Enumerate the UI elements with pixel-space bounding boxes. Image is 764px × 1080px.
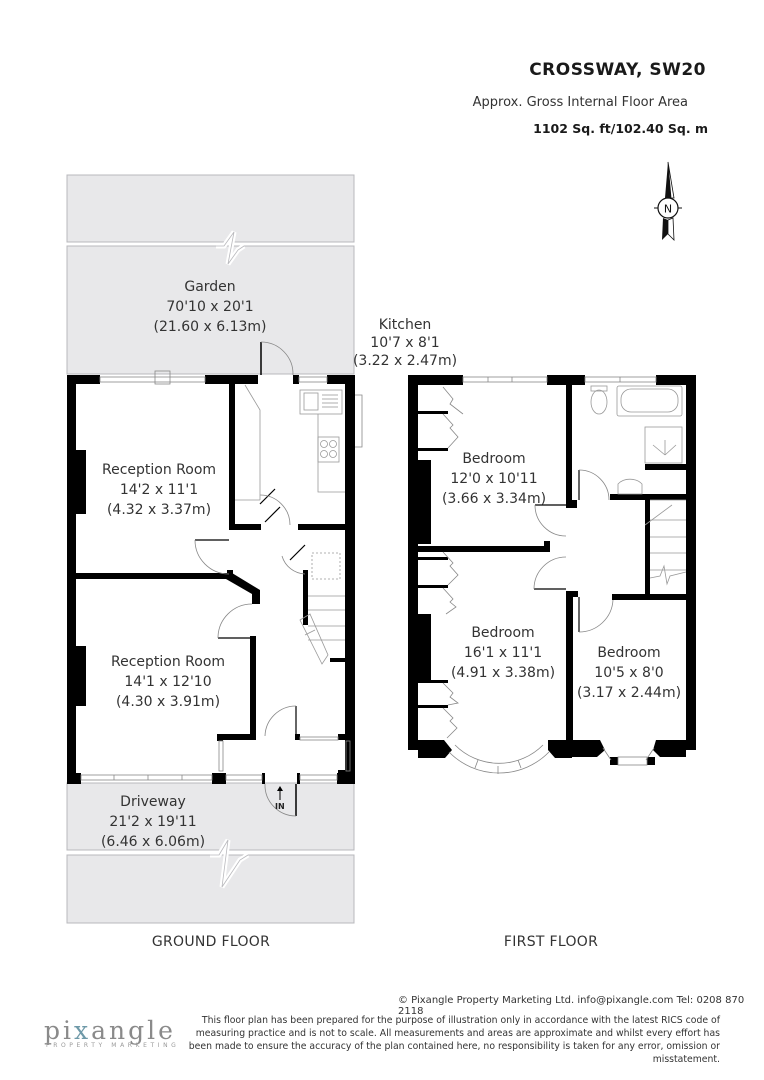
ground-floor-label: GROUND FLOOR: [151, 934, 271, 950]
room-dimensions-metric: (3.22 x 2.47m): [352, 353, 458, 369]
room-dimensions-imperial: 21'2 x 19'11: [109, 814, 197, 830]
floor-area-caption: Approx. Gross Internal Floor Area: [472, 95, 688, 110]
room-dimensions-metric: (6.46 x 6.06m): [100, 834, 206, 850]
room-dimensions-imperial: 12'0 x 10'11: [450, 471, 538, 487]
room-dimensions-imperial: 10'7 x 8'1: [370, 335, 440, 351]
floor-area-value: 1102 Sq. ft/102.40 Sq. m: [533, 121, 708, 136]
first-floor-walls: [408, 375, 696, 765]
property-title: CROSSWAY, SW20: [529, 60, 706, 80]
room-dimensions-imperial: 16'1 x 11'1: [463, 645, 543, 661]
room-name: Garden: [184, 279, 236, 295]
room-name: Bedroom: [471, 625, 535, 641]
room-label-garden: Garden 70'10 x 20'1 (21.60 x 6.13m): [154, 277, 267, 337]
ground-floor-windows: [80, 370, 363, 781]
room-label-kitchen: Kitchen 10'7 x 8'1 (3.22 x 2.47m): [353, 316, 457, 370]
room-label-bedroom-rear: Bedroom 12'0 x 10'11 (3.66 x 3.34m): [442, 449, 546, 509]
room-name: Bedroom: [462, 451, 526, 467]
entrance-arrow-icon: [277, 786, 283, 800]
logo-tagline: PROPERTY MARKETING: [46, 1042, 180, 1049]
room-dimensions-metric: (21.60 x 6.13m): [153, 319, 267, 335]
room-label-reception-room-front: Reception Room 14'1 x 12'10 (4.30 x 3.91…: [111, 652, 225, 712]
room-dimensions-metric: (3.66 x 3.34m): [441, 491, 547, 507]
room-name: Bedroom: [597, 645, 661, 661]
first-floor-doors: [442, 386, 614, 739]
room-dimensions-metric: (3.17 x 2.44m): [576, 685, 682, 701]
room-label-reception-room-rear: Reception Room 14'2 x 11'1 (4.32 x 3.37m…: [102, 460, 216, 520]
garden-area: [66, 174, 355, 375]
room-name: Reception Room: [101, 462, 217, 478]
room-dimensions-imperial: 14'1 x 12'10: [124, 674, 212, 690]
first-floor-label: FIRST FLOOR: [503, 934, 599, 950]
room-dimensions-metric: (4.30 x 3.91m): [115, 694, 221, 710]
room-dimensions-imperial: 70'10 x 20'1: [166, 299, 254, 315]
room-label-bedroom-front: Bedroom 16'1 x 11'1 (4.91 x 3.38m): [451, 623, 555, 683]
kitchen-fixtures: [235, 384, 345, 665]
room-name: Kitchen: [378, 317, 432, 333]
ground-floor-walls: [67, 375, 355, 784]
room-name: Driveway: [120, 794, 186, 810]
room-label-driveway: Driveway 21'2 x 19'11 (6.46 x 6.06m): [101, 792, 205, 852]
room-dimensions-metric: (4.32 x 3.37m): [106, 502, 212, 518]
pixangle-logo: pixangle PROPERTY MARKETING: [44, 1016, 180, 1049]
room-dimensions-imperial: 10'5 x 8'0: [594, 665, 664, 681]
room-dimensions-metric: (4.91 x 3.38m): [450, 665, 556, 681]
bathroom-fixtures: [590, 385, 687, 586]
svg-text:N: N: [664, 203, 672, 216]
ground-floor-doors: [194, 341, 306, 817]
driveway-area: [66, 782, 355, 924]
room-label-bedroom-small: Bedroom 10'5 x 8'0 (3.17 x 2.44m): [577, 643, 681, 703]
room-dimensions-imperial: 14'2 x 11'1: [119, 482, 199, 498]
copyright-text: © Pixangle Property Marketing Ltd. info@…: [398, 995, 745, 1017]
first-floor-windows: [448, 376, 657, 774]
disclaimer-text: This floor plan has been prepared for th…: [188, 1015, 720, 1065]
entrance-label: IN: [275, 802, 285, 811]
room-name: Reception Room: [110, 654, 226, 670]
north-arrow-icon: N: [654, 161, 682, 242]
